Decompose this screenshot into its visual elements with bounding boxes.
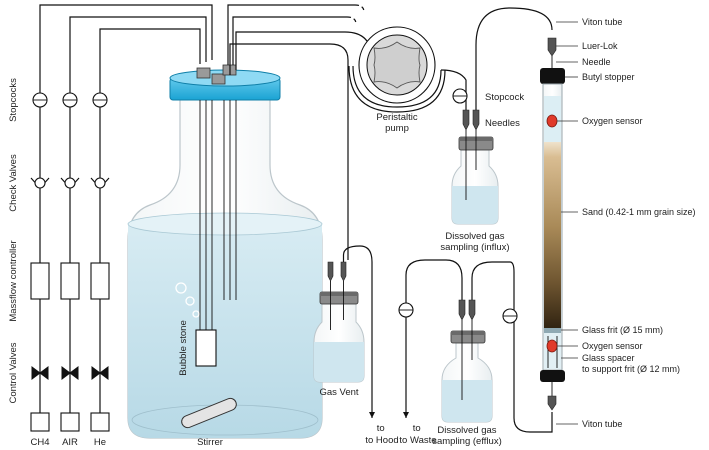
peristaltic-pump: Peristaltic pump	[348, 26, 446, 134]
stirrer: Stirrer	[181, 397, 237, 448]
label-viton-tube-top: Viton tube	[582, 17, 622, 27]
label-oxygen-sensor-bottom: Oxygen sensor	[582, 341, 643, 351]
to-hood-label: to to Hood	[365, 423, 398, 446]
stirrer-label: Stirrer	[197, 437, 223, 448]
column-leader-lines	[556, 21, 578, 425]
label-needle: Needle	[582, 57, 611, 67]
sand-column	[540, 37, 565, 411]
check-valve-air	[60, 177, 80, 189]
reactor-internal-tubes	[199, 100, 237, 330]
label-oxygen-sensor-top: Oxygen sensor	[582, 116, 643, 126]
label-control-valves: Control Valves	[8, 342, 19, 403]
influx-label-line2: sampling (influx)	[440, 242, 509, 253]
reactor-water	[128, 219, 322, 438]
control-valve-he	[91, 366, 109, 380]
gas-label-ch4: CH4	[30, 437, 49, 448]
bubble-stone-label: Bubble stone	[178, 320, 189, 375]
control-valve-air	[61, 366, 79, 380]
oxygen-sensor-top	[546, 114, 558, 128]
label-check-valves: Check Valves	[8, 154, 19, 212]
reactor-bottle	[127, 95, 323, 439]
stopcock-ch4	[32, 92, 48, 108]
label-glass-frit: Glass frit (Ø 15 mm)	[582, 325, 663, 335]
influx-stopcock	[452, 88, 468, 104]
label-glass-spacer-line1: Glass spacer	[582, 353, 635, 363]
label-sand: Sand (0.42-1 mm grain size)	[582, 207, 696, 217]
cylinder-he	[90, 412, 110, 432]
control-valves	[31, 366, 109, 380]
efflux-label-line1: Dissolved gas	[437, 425, 496, 436]
influx-sampling-bottle: Stopcock Needles Dissolved gas sampling …	[440, 7, 553, 253]
gas-vent: Gas Vent to to Hood	[313, 245, 399, 446]
pump-label-line2: pump	[385, 123, 409, 134]
pump-label-line1: Peristaltic	[376, 112, 417, 123]
efflux-stopcock-left	[398, 302, 414, 318]
reactor-lid	[169, 64, 281, 101]
gas-vent-label: Gas Vent	[319, 387, 358, 398]
cylinder-air	[60, 412, 80, 432]
check-valves	[30, 177, 110, 189]
gas-label-air: AIR	[62, 437, 78, 448]
stopcocks	[32, 92, 108, 108]
label-viton-tube-bottom: Viton tube	[582, 419, 622, 429]
label-glass-spacer-line2: to support frit (Ø 12 mm)	[582, 364, 680, 374]
sand-fill	[544, 142, 561, 330]
label-luer-lok: Luer-Lok	[582, 41, 618, 51]
check-valve-ch4	[30, 177, 50, 189]
he-line	[99, 28, 201, 413]
influx-label-line1: Dissolved gas	[445, 231, 504, 242]
massflow-he	[90, 262, 110, 300]
air-line	[69, 16, 207, 413]
efflux-stopcock-right	[502, 308, 518, 324]
gas-label-he: He	[94, 437, 106, 448]
stopcock-he	[92, 92, 108, 108]
oxygen-sensor-bottom	[546, 339, 558, 353]
label-butyl-stopper: Butyl stopper	[582, 72, 635, 82]
control-valve-ch4	[31, 366, 49, 380]
column-labels: Viton tube Luer-Lok Needle Butyl stopper…	[582, 17, 696, 429]
cylinder-ch4	[30, 412, 50, 432]
label-massflow-controller: Massflow controller	[8, 240, 19, 321]
massflow-air	[60, 262, 80, 300]
stopcock-air	[62, 92, 78, 108]
check-valve-he	[90, 177, 110, 189]
bubble-stone: Bubble stone	[175, 282, 217, 376]
massflow-ch4	[30, 262, 50, 300]
influx-needles-label: Needles	[485, 118, 520, 129]
massflow-controllers	[30, 262, 110, 300]
gas-supply-lines	[39, 4, 213, 413]
stage-labels: Stopcocks Check Valves Massflow controll…	[8, 78, 19, 404]
gas-cylinders: CH4 AIR He	[30, 412, 110, 448]
efflux-sampling-bottle: to to Waste Dissolved gas sampling (effl…	[398, 259, 553, 447]
influx-stopcock-label: Stopcock	[485, 92, 524, 103]
efflux-label-line2: sampling (efflux)	[432, 436, 502, 447]
label-stopcocks: Stopcocks	[8, 78, 19, 122]
ch4-line	[39, 4, 213, 413]
to-waste-label: to to Waste	[399, 423, 436, 446]
